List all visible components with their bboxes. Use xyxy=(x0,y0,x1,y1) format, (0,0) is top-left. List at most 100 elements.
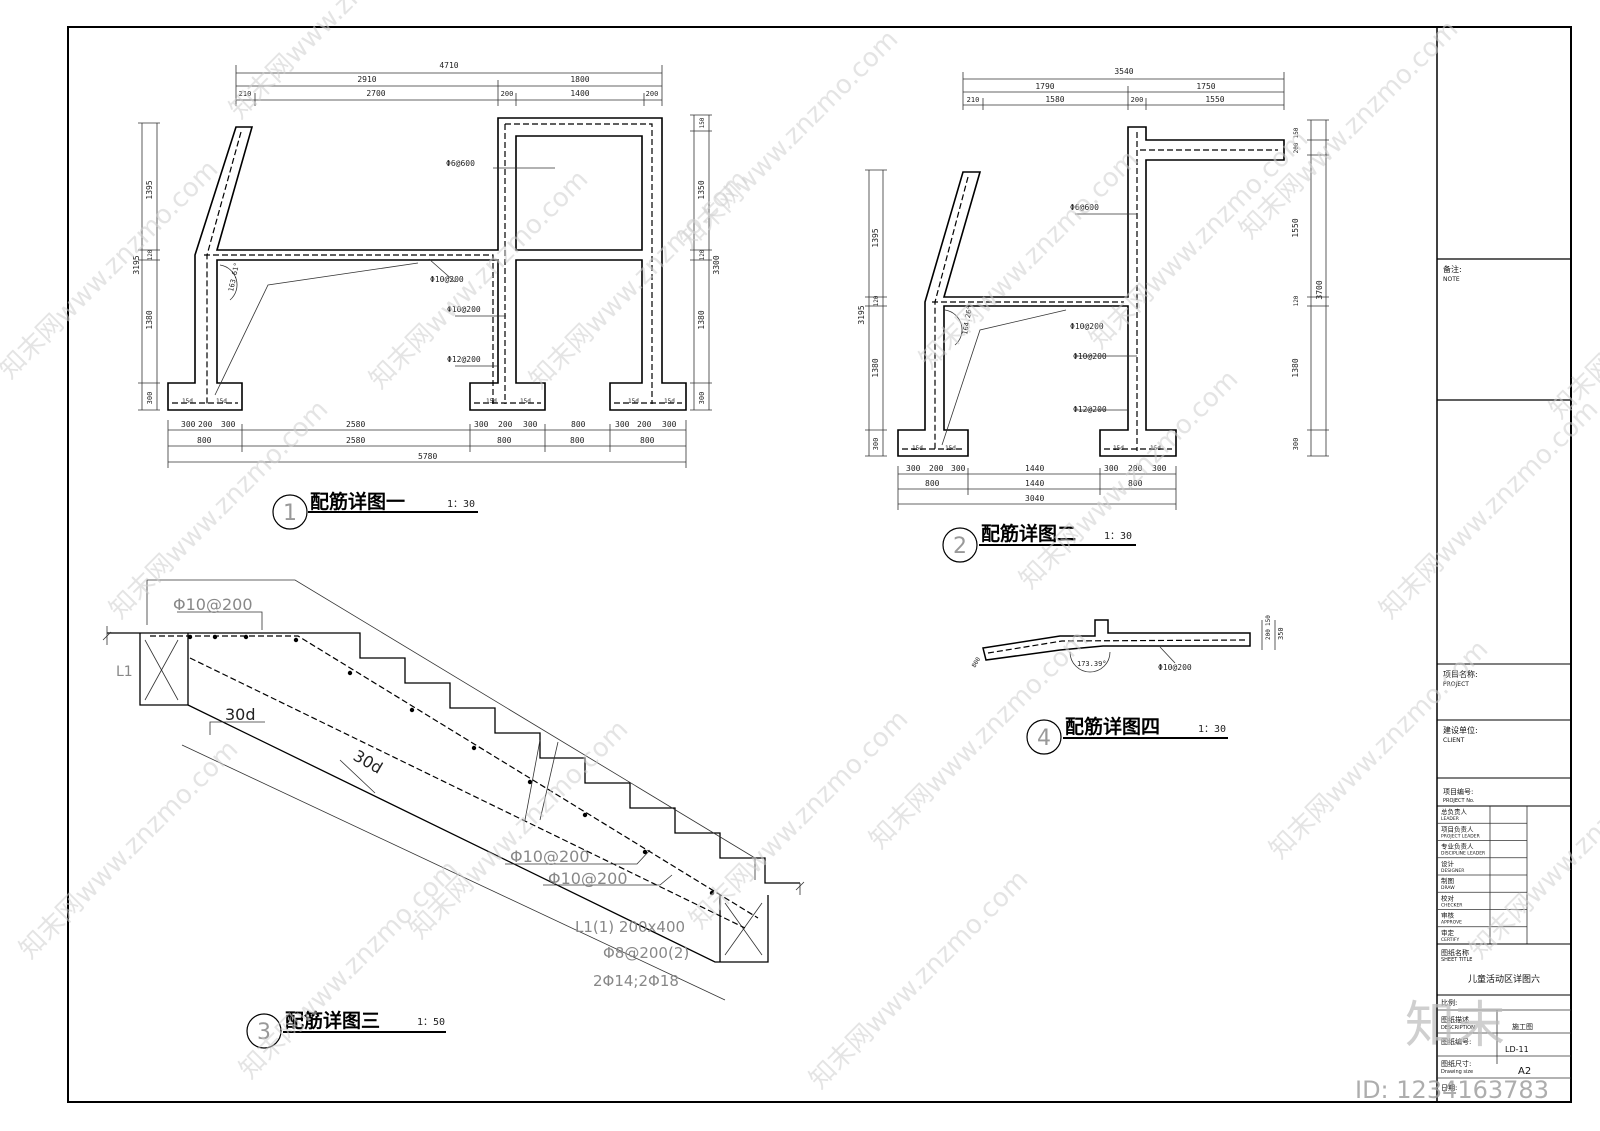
desc-value: 施工图 xyxy=(1512,1022,1533,1031)
tb-row-label-en: LEADER xyxy=(1441,816,1459,822)
d3-label-2: Φ10@200 xyxy=(510,847,590,866)
d2-hook-2: 15d xyxy=(945,445,956,452)
desc-label-en: DESCRIPTION xyxy=(1441,1025,1475,1031)
sheet-border xyxy=(67,26,1572,1103)
d2-b2-2: 800 xyxy=(1128,479,1143,488)
d3-number: 3 xyxy=(257,1020,271,1045)
d2-dim-left: 1790 xyxy=(1035,82,1054,91)
d1-b1-3: 2580 xyxy=(346,420,365,429)
d2-b2-1: 1440 xyxy=(1025,479,1044,488)
d2-rebar-label-2: Φ10@200 xyxy=(1070,322,1104,331)
watermark-id: ID: 1234163783 xyxy=(1355,1076,1549,1104)
watermark-text: 知末网www.znzmo.com xyxy=(224,0,455,125)
d1-rebar-label-4: Φ12@200 xyxy=(447,355,481,364)
d1-dim-r4: 3300 xyxy=(712,255,721,274)
d1-dim-d: 1400 xyxy=(570,89,589,98)
d2-b2-0: 800 xyxy=(925,479,940,488)
d1-rebar xyxy=(172,123,682,405)
d1-dim-left: 2910 xyxy=(357,75,376,84)
d1-hook-6: 15d xyxy=(664,398,675,405)
d1-dim-l1: 1395 xyxy=(145,180,154,199)
tb-row-label: 校对 xyxy=(1441,893,1455,902)
date-label: 日期: xyxy=(1441,1084,1457,1092)
detail-drawing-1: 4710 2910 1800 210 2700 200 1400 200 139… xyxy=(132,61,721,530)
d2-dim-c: 200 xyxy=(1131,96,1144,104)
d1-dim-right: 1800 xyxy=(570,75,589,84)
d2-dim-l1: 1395 xyxy=(871,228,880,247)
d3-label-30d-1: 30d xyxy=(225,705,256,724)
note-label: 备注: xyxy=(1443,264,1462,274)
d2-number: 2 xyxy=(953,534,967,559)
d1-dim-a: 210 xyxy=(239,90,252,98)
d1-hook-5: 15d xyxy=(628,398,639,405)
sheet-title-label: 图纸名称 xyxy=(1441,948,1469,957)
tb-row-label: 项目负责人 xyxy=(1441,824,1474,833)
d4-title: 配筋详图四 xyxy=(1065,715,1160,738)
scale-label: 比例: xyxy=(1441,998,1457,1007)
project-no-label: 项目编号: xyxy=(1443,787,1473,796)
d4-dim-350: 350 xyxy=(1277,627,1285,640)
d3-title: 配筋详图三 xyxy=(285,1009,380,1032)
tb-row-label-en: DESIGNER xyxy=(1441,868,1464,874)
tb-row-label-en: CERTIFY xyxy=(1441,937,1459,943)
d2-hook-1: 15d xyxy=(912,445,923,452)
watermark-text: 知末网www.znzmo.com xyxy=(804,864,1035,1095)
d4-number: 4 xyxy=(1037,726,1051,751)
d1-hook-3: 15d xyxy=(486,398,497,405)
d2-dim-l2: 120 xyxy=(873,295,880,306)
project-label: 项目名称: xyxy=(1443,669,1478,679)
watermark-text: 知末网www.znzmo.com xyxy=(14,734,245,965)
sheet-no-label: 图纸编号: xyxy=(1441,1037,1471,1046)
d1-rebar-label-3: Φ10@200 xyxy=(447,305,481,314)
d2-b1-6: 300 xyxy=(1152,464,1167,473)
d1-b1-10: 300 xyxy=(662,420,677,429)
d2-b1-4: 300 xyxy=(1104,464,1119,473)
tb-row-label: 制图 xyxy=(1441,876,1454,885)
watermark-text: 知末网www.znzmo.com xyxy=(1464,734,1600,965)
d1-dim-l5: 300 xyxy=(146,392,154,405)
d2-b1-2: 300 xyxy=(951,464,966,473)
d2-dim-d: 1550 xyxy=(1205,95,1224,104)
d2-outline xyxy=(897,126,1285,457)
d2-dim-l5: 300 xyxy=(872,438,880,451)
d3-label-stirrup: Φ8@200(2) xyxy=(603,944,689,962)
d2-dim-l3: 3195 xyxy=(857,305,866,324)
d1-b1-2: 300 xyxy=(221,420,236,429)
d2-dim-r2: 150 xyxy=(1293,127,1300,138)
client-label-en: CLIENT xyxy=(1443,737,1465,744)
d2-dim-l4: 1380 xyxy=(871,358,880,377)
d2-rebar-label-1: Φ6@600 xyxy=(1070,203,1099,212)
watermark-brand: 知末 xyxy=(1405,996,1505,1054)
d3-outline xyxy=(107,632,800,963)
note-label-en: NOTE xyxy=(1443,276,1460,283)
d1-b2-3: 800 xyxy=(570,436,585,445)
d2-number-circle xyxy=(942,527,978,563)
sheet-title-value: 儿童活动区详图六 xyxy=(1468,973,1540,985)
d2-title: 配筋详图二 xyxy=(981,522,1076,545)
d2-hook-3: 15d xyxy=(1113,445,1124,452)
d1-b2-2: 800 xyxy=(497,436,512,445)
d4-angle: 173.39° xyxy=(1077,660,1107,668)
detail-drawing-4: 200 150 350 800 173.39° Φ10@200 4 配筋详图四 … xyxy=(971,615,1285,755)
d1-hook-2: 15d xyxy=(216,398,227,405)
d2-b1-0: 300 xyxy=(906,464,921,473)
d1-dim-r2: 1350 xyxy=(697,180,706,199)
d1-outline xyxy=(167,117,687,411)
d4-rebar-label: Φ10@200 xyxy=(1158,663,1192,672)
sheet-no-value: LD-11 xyxy=(1505,1045,1529,1054)
d4-number-circle xyxy=(1026,719,1062,755)
d2-dim-a: 210 xyxy=(967,96,980,104)
d2-dim-r1: 200 xyxy=(1293,142,1300,153)
tb-row-label-en: DISCIPLINE LEADER xyxy=(1441,851,1485,857)
d1-dim-b: 2700 xyxy=(366,89,385,98)
d2-dim-r6: 1380 xyxy=(1291,358,1300,377)
watermark-text: 知末网www.znzmo.com xyxy=(234,854,465,1085)
project-no-label-en: PROJECT No. xyxy=(1443,798,1475,804)
d1-b2-1: 2580 xyxy=(346,436,365,445)
d2-rebar-label-3: Φ10@200 xyxy=(1073,352,1107,361)
watermark-text: 知末网www.znzmo.com xyxy=(674,24,905,255)
d2-rebar xyxy=(902,132,1278,451)
d3-scale: 1：50 xyxy=(417,1017,445,1028)
watermark-layer: 知末网www.znzmo.com知末网www.znzmo.com知末网www.z… xyxy=(0,0,1600,1095)
d3-label-3: Φ10@200 xyxy=(548,869,628,888)
